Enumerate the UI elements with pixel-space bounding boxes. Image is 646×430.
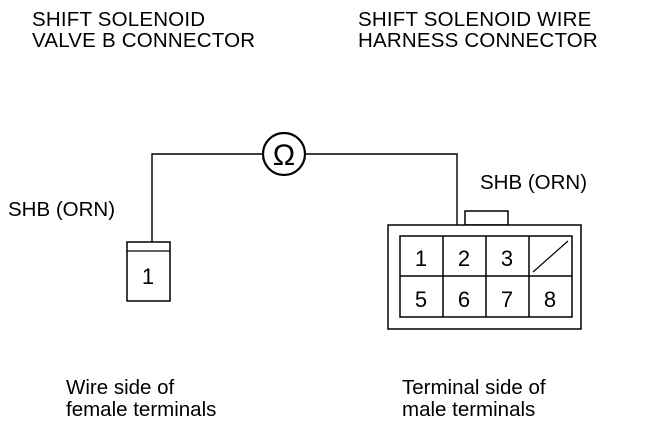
right-test-lead — [306, 153, 458, 244]
ohmmeter-icon: Ω — [261, 131, 307, 177]
right-wire-label: SHB (ORN) — [480, 171, 588, 194]
terminal-label: 1 — [415, 246, 427, 271]
left-female-connector: 1 — [126, 241, 171, 302]
terminal-label: 8 — [544, 287, 556, 312]
left-test-lead — [151, 153, 262, 242]
ohm-symbol: Ω — [273, 139, 295, 172]
right-title-line2: HARNESS CONNECTOR — [358, 29, 598, 52]
left-title-line1: SHIFT SOLENOID — [32, 8, 206, 31]
terminal-label: 7 — [501, 287, 513, 312]
right-male-connector: 1 2 3 5 6 7 8 — [387, 210, 582, 330]
left-footer-line1: Wire side of — [66, 376, 175, 399]
right-title-line1: SHIFT SOLENOID WIRE — [358, 8, 592, 31]
empty-cavity-slash — [532, 240, 569, 273]
terminal-label: 2 — [458, 246, 470, 271]
right-connector-title: SHIFT SOLENOID WIRE HARNESS CONNECTOR — [358, 9, 598, 51]
left-connector-title: SHIFT SOLENOID VALVE B CONNECTOR — [32, 9, 255, 51]
left-title-line2: VALVE B CONNECTOR — [32, 29, 256, 52]
left-wire-label: SHB (ORN) — [8, 198, 116, 221]
left-connector-footer: Wire side of female terminals — [66, 377, 216, 421]
terminal-label: 5 — [415, 287, 427, 312]
right-connector-footer: Terminal side of male terminals — [402, 377, 546, 421]
terminal-label: 3 — [501, 246, 513, 271]
connector-lock-tab — [464, 210, 509, 226]
left-footer-line2: female terminals — [66, 398, 217, 421]
terminal-label: 6 — [458, 287, 470, 312]
right-footer-line2: male terminals — [402, 398, 536, 421]
right-footer-line1: Terminal side of — [402, 376, 546, 399]
left-terminal-1: 1 — [142, 264, 154, 289]
